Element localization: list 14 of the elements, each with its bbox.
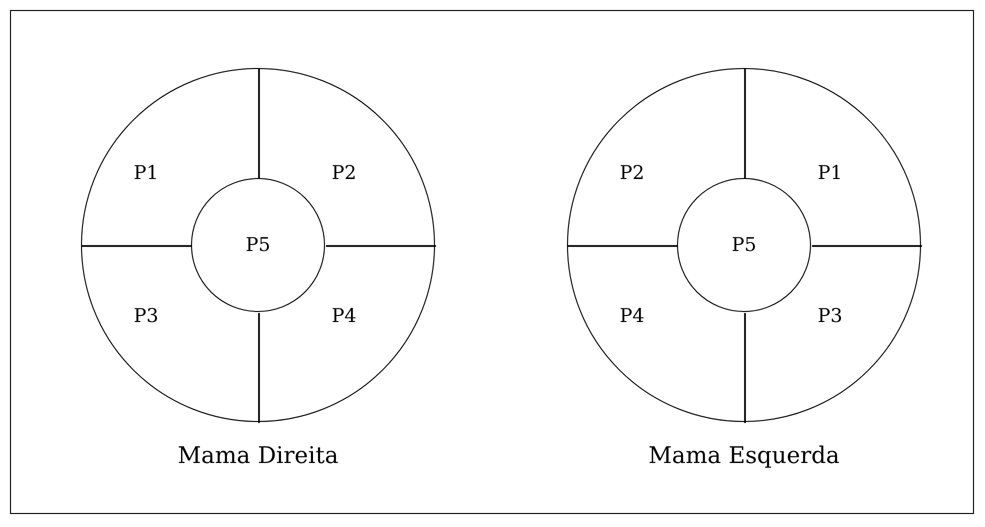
breast-circle xyxy=(567,68,921,422)
region-label: P3 xyxy=(818,305,842,327)
region-label: P2 xyxy=(332,162,356,184)
region-label: P4 xyxy=(620,305,644,327)
region-label: P5 xyxy=(732,234,756,256)
circle-caption: Mama Direita xyxy=(178,443,338,469)
region-label: P2 xyxy=(620,162,644,184)
region-label: P1 xyxy=(818,162,842,184)
region-label: P1 xyxy=(134,162,158,184)
region-label: P5 xyxy=(246,234,270,256)
region-label: P4 xyxy=(332,305,356,327)
region-label: P3 xyxy=(134,305,158,327)
breast-circle xyxy=(81,68,435,422)
circle-caption: Mama Esquerda xyxy=(648,443,840,469)
